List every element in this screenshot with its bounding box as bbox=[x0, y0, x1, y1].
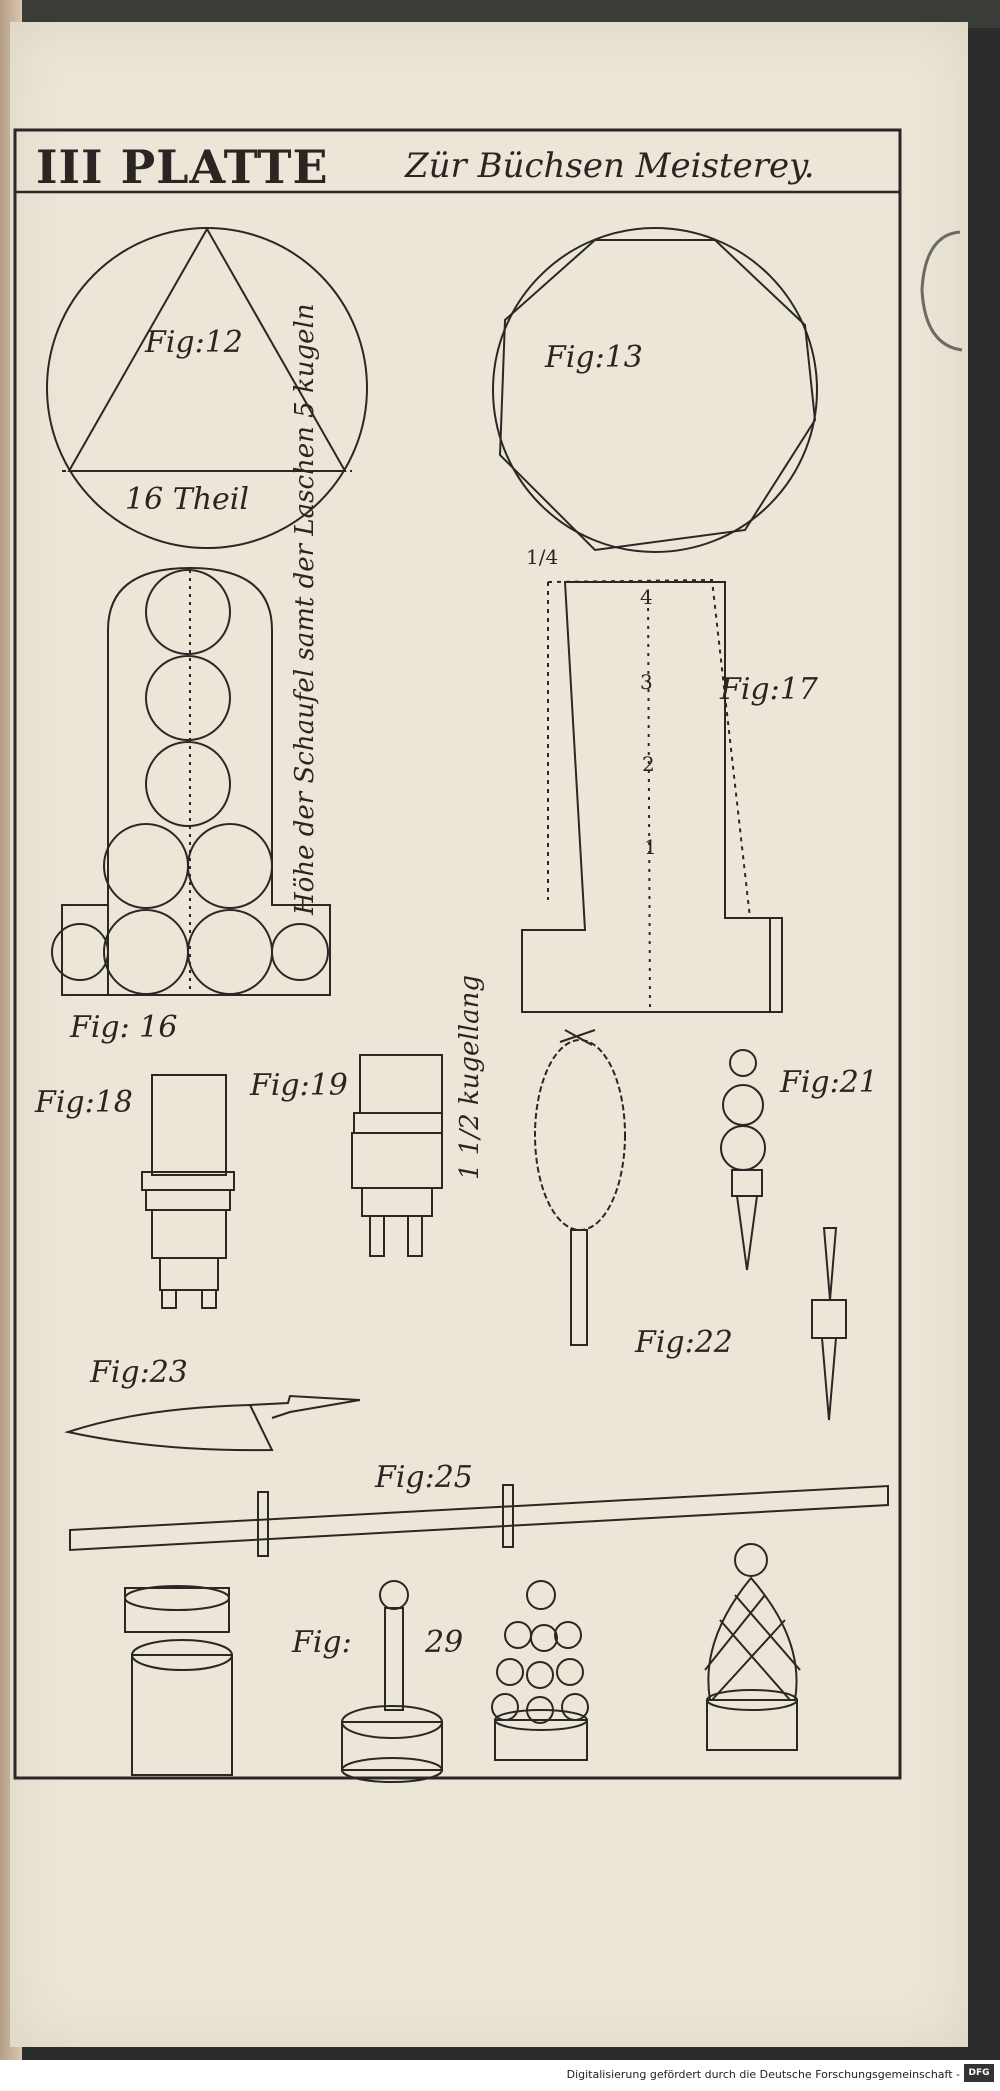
fig16-label: Fig: 16 bbox=[70, 1010, 178, 1045]
fig18-label: Fig:18 bbox=[35, 1085, 133, 1120]
footer-credit: Digitalisierung gefördert durch die Deut… bbox=[566, 2068, 960, 2081]
fig30-grape-shot-diagram bbox=[491, 1580, 589, 1761]
plate-border bbox=[13, 128, 902, 1780]
fig16-ball-stack-diagram bbox=[51, 566, 331, 996]
fig31-netted-grape-shot-diagram bbox=[704, 1543, 801, 1751]
fig17-mark-3: 3 bbox=[640, 670, 653, 694]
fig19-note: 1 1/2 kugellang bbox=[455, 975, 485, 1180]
fig23-ladle-diagram bbox=[64, 1394, 361, 1452]
fig20-sponge-brush-diagram bbox=[534, 1029, 626, 1346]
plate-title: III PLATTE bbox=[36, 140, 329, 194]
fig13-circle-octagon-diagram bbox=[492, 227, 818, 553]
fig22-label: Fig:22 bbox=[635, 1325, 733, 1360]
fig12-label: Fig:12 bbox=[145, 325, 243, 360]
fig23-label: Fig:23 bbox=[90, 1355, 188, 1390]
footer-bar bbox=[0, 2060, 1000, 2091]
fig17-mark-1: 1 bbox=[644, 835, 657, 859]
plate-subtitle: Zür Büchsen Meisterey. bbox=[405, 146, 815, 186]
fig21-label: Fig:21 bbox=[780, 1065, 878, 1100]
fig17-cone-diagram bbox=[521, 578, 783, 1013]
fig13-label: Fig:13 bbox=[545, 340, 643, 375]
fig17-label: Fig:17 bbox=[720, 672, 818, 707]
fig18-rammer-diagram bbox=[141, 1074, 235, 1309]
fig25-measuring-rod-diagram bbox=[69, 1484, 889, 1557]
fig22-scraper-diagram bbox=[811, 1227, 847, 1421]
fig12-note: 16 Theil bbox=[125, 482, 249, 517]
fig29-mandrel-diagram bbox=[341, 1580, 443, 1783]
fig21-worm-tool-diagram bbox=[720, 1049, 766, 1271]
fig26-powder-box-diagram bbox=[124, 1585, 233, 1776]
page-clasp bbox=[920, 230, 963, 352]
fig17-mark-4: 4 bbox=[640, 585, 653, 609]
fig12-circle-triangle-diagram bbox=[46, 226, 368, 549]
dfg-logo: DFG bbox=[964, 2064, 994, 2082]
fig29-label: Fig: bbox=[292, 1625, 352, 1660]
fig29-number: 29 bbox=[425, 1625, 464, 1660]
fig17-fraction: 1/4 bbox=[526, 545, 559, 569]
fig17-mark-2: 2 bbox=[642, 752, 655, 776]
fig19-former-diagram bbox=[351, 1054, 443, 1257]
fig25-label: Fig:25 bbox=[375, 1460, 473, 1495]
fig16-note: Höhe der Schaufel samt der Laschen 5 kug… bbox=[290, 303, 320, 915]
fig19-label: Fig:19 bbox=[250, 1068, 348, 1103]
